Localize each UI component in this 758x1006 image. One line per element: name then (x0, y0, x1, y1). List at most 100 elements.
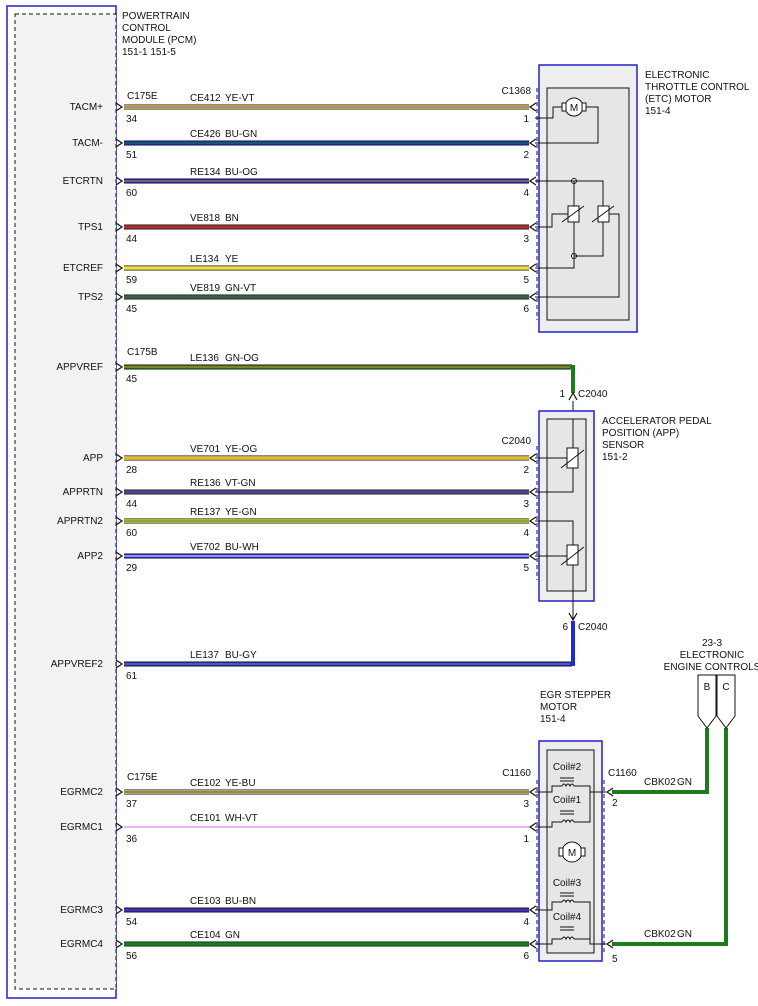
egr-wire-pin6 (535, 938, 562, 945)
eec-terminal-b[interactable] (697, 674, 717, 729)
pcm-terminal-arrow (115, 905, 124, 915)
circuit-id: CE101 (190, 813, 221, 824)
dest-pin-number: 4 (523, 188, 529, 199)
wire-color-code: YE-VT (225, 93, 254, 104)
egr-title-line-3: 151-4 (540, 714, 566, 725)
connector-c2040-upper: C2040 (578, 389, 608, 400)
egr-wire-pin4 (535, 901, 562, 911)
pcm-terminal-arrow (115, 292, 124, 302)
app-title-line-3: SENSOR (602, 440, 644, 451)
pcm-signal-label: ETCRTN (63, 176, 103, 187)
pcm-signal-label: APPRTN (63, 487, 103, 498)
pcm-pin-number: 44 (126, 234, 138, 245)
egr-coil-1-symbol (560, 810, 575, 824)
wire-color-code: BU-BN (225, 896, 256, 907)
app-title-line-1: ACCELERATOR PEDAL (602, 416, 712, 427)
pcm-pin-number: 56 (126, 951, 138, 962)
etc-wire-pin6 (535, 213, 620, 298)
pcm-signal-label: APPVREF2 (51, 659, 104, 670)
pcm-terminal-arrow (115, 787, 124, 797)
egr-title-line-1: EGR STEPPER (540, 690, 611, 701)
circuit-id: VE701 (190, 444, 220, 455)
wire-color-code: YE-GN (225, 507, 257, 518)
dest-terminal-arrow (528, 516, 537, 526)
circuit-id: CE103 (190, 896, 221, 907)
egr-coil-3-symbol (560, 892, 575, 904)
dest-terminal-arrow (528, 939, 537, 949)
app-wire-pin3 (535, 468, 574, 493)
appvref-riser (570, 365, 575, 393)
etc-motor-brush-right (581, 102, 587, 112)
etc-title-line-4: 151-4 (645, 106, 671, 117)
egr-motor-brush-right (580, 847, 586, 857)
pcm-inner-box (14, 13, 117, 990)
dest-pin-number: 3 (523, 499, 529, 510)
circuit-id: LE134 (190, 254, 219, 265)
circuit-id: CE104 (190, 930, 221, 941)
splice-upper-pin: 1 (559, 389, 565, 400)
pcm-terminal-arrow (115, 939, 124, 949)
pcm-pin-number: 61 (126, 671, 138, 682)
etc-motor-brush-left (561, 102, 567, 112)
eec-terminal-c-label: C (722, 682, 729, 693)
dest-pin-number: 4 (523, 528, 529, 539)
eec-title-line-3: ENGINE CONTROLS (664, 662, 758, 673)
pcm-signal-label: TPS2 (78, 292, 103, 303)
egr-coil-2-label: Coil#2 (553, 762, 582, 773)
egr-coil-2-symbol (560, 777, 575, 788)
pcm-terminal-arrow (115, 176, 124, 186)
app-title-line-4: 151-2 (602, 452, 628, 463)
pcm-pin-number: 34 (126, 114, 138, 125)
app-sensor-2-wiper (560, 546, 585, 566)
egr-wire-common-b (574, 901, 606, 945)
circuit-id: CE412 (190, 93, 221, 104)
egr-right-circuit-2: CBK02 (644, 777, 676, 788)
pcm-signal-label: EGRMC3 (60, 905, 103, 916)
pcm-pin-number: 37 (126, 799, 138, 810)
wire-color-code: YE-OG (225, 444, 257, 455)
circuit-row: APPRTN2 60 RE137 YE-GN 4 (57, 507, 537, 539)
dest-terminal-arrow (528, 453, 537, 463)
circuit-id: RE137 (190, 507, 221, 518)
pcm-pin-number: 29 (126, 563, 138, 574)
circuit-id: VE819 (190, 283, 220, 294)
pcm-terminal-arrow (115, 822, 124, 832)
circuit-id: CE102 (190, 778, 221, 789)
wire-color-code: WH-VT (225, 813, 258, 824)
egr-title-line-2: MOTOR (540, 702, 577, 713)
pcm-pin-number: 60 (126, 528, 138, 539)
egr-wire-pin1 (535, 821, 562, 828)
etc-tps2-wiper (591, 205, 615, 223)
wire-color-code: GN-VT (225, 283, 256, 294)
dest-pin-number: 6 (523, 304, 529, 315)
etc-tps1-wiper (561, 205, 585, 223)
cbk02-wire-lower (612, 728, 728, 946)
etc-inner-box (546, 87, 630, 321)
pcm-signal-label: APPRTN2 (57, 516, 103, 527)
app-wire-pin4 (535, 520, 574, 545)
pcm-pin-number: 45 (126, 374, 138, 385)
connector-c1160-right: C1160 (608, 768, 637, 779)
circuit-id: CE426 (190, 129, 221, 140)
pcm-signal-label: APP2 (77, 551, 103, 562)
eec-title-line-1: 23-3 (702, 638, 722, 649)
pcm-terminal-arrow (115, 516, 124, 526)
etc-motor-label: M (570, 103, 578, 114)
dest-terminal-arrow (528, 263, 537, 273)
pcm-title-line-2: CONTROL (122, 23, 171, 34)
eec-terminal-c[interactable] (716, 674, 736, 729)
wire-color-code: YE-BU (225, 778, 256, 789)
egr-right-color-2: GN (677, 777, 692, 788)
pcm-title-line-4: 151-1 151-5 (122, 47, 176, 58)
connector-c1160-motor: C1160 (502, 768, 531, 779)
wire-color-code: BU-WH (225, 542, 259, 553)
egr-right-arrow-5 (605, 939, 614, 949)
